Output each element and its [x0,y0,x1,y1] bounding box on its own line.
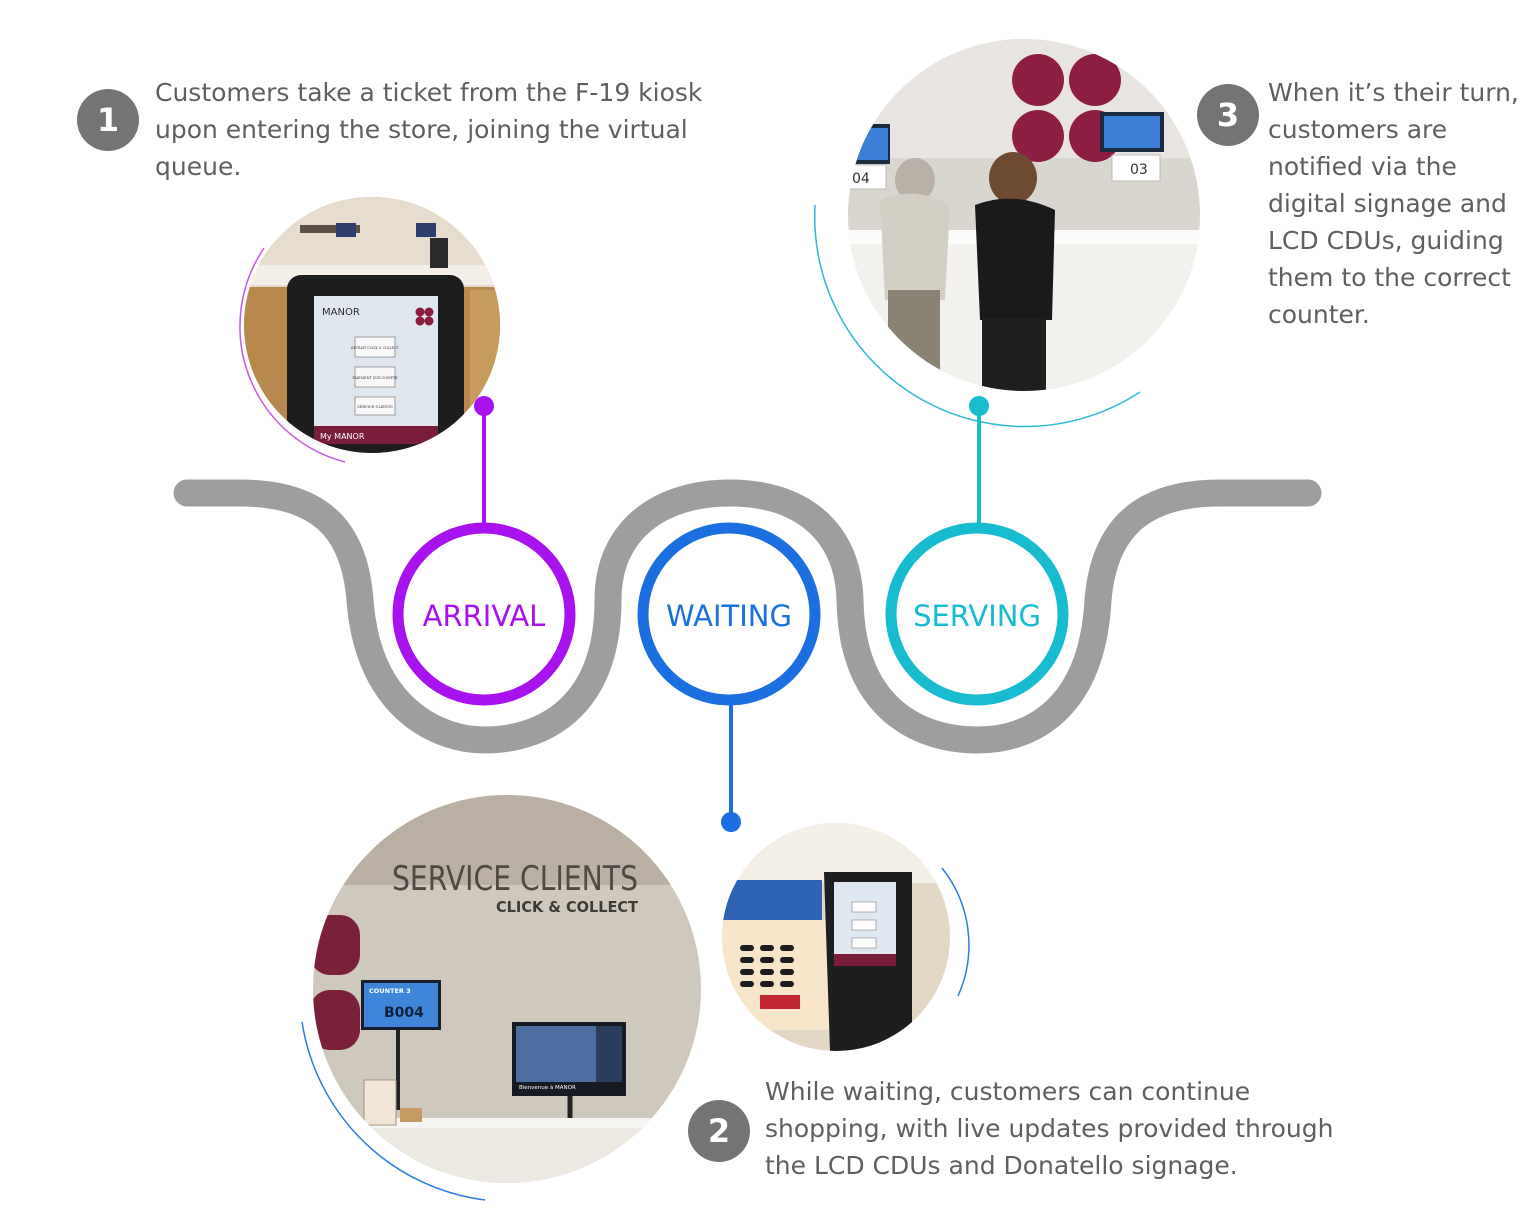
serving-ring [885,522,1069,706]
kiosk-photo-arc [239,247,346,463]
counter-number-left: 04 [852,171,870,187]
step-1-line-2: upon entering the store, joining the vir… [155,115,688,144]
step-1-badge: 1 [77,89,139,151]
step-3-line-1: When it’s their turn, [1268,78,1519,107]
step-3-badge: 3 [1197,84,1259,146]
arrival-label: ARRIVAL [423,599,546,633]
step-3-line-3: notified via the [1268,152,1457,181]
journey-track [173,479,1322,754]
step-3-text: When it’s their turn, customers are noti… [1268,74,1534,333]
service-desk-photo: SERVICE CLIENTS CLICK & COLLECT COUNTER … [313,795,701,1183]
step-2-line-1: While waiting, customers can continue [765,1077,1251,1106]
step-3-line-4: digital signage and [1268,189,1507,218]
cdu-ticket-text: B004 [384,1005,424,1021]
step-1-line-3: queue. [155,152,242,181]
waiting-connector-dot [721,812,741,832]
step-2-line-3: the LCD CDUs and Donatello signage. [765,1151,1238,1180]
waiting-label: WAITING [666,599,792,633]
kiosk-option-2: PAIEMENT SUR COMPTE [352,376,398,380]
arrival-ring [392,522,576,706]
step-2-line-2: shopping, with live updates provided thr… [765,1114,1334,1143]
cdu-counter-text: COUNTER 3 [369,987,411,995]
counter-photo: 03 04 [848,39,1200,391]
kiosk-brand-text: MANOR [322,307,360,318]
step-3-line-5: LCD CDUs, guiding [1268,226,1504,255]
kiosk-option-3: SERVICE-CLIENTS [357,405,393,409]
counter-number-right: 03 [1130,162,1148,178]
kiosk-footer-text: My MANOR [320,432,365,441]
step-2-text: While waiting, customers can continue sh… [765,1073,1385,1184]
serving-label: SERVING [913,599,1041,633]
arrival-connector-dot [474,396,494,416]
serving-connector-dot [969,396,989,416]
counter-photo-arc [813,204,1141,428]
service-photo-arc [301,1021,486,1201]
step-3-line-2: customers are [1268,115,1448,144]
kiosk-option-1: RETRAIT CLICK & COLLECT [351,346,400,350]
step-3-line-7: counter. [1268,300,1370,329]
step-1-text: Customers take a ticket from the F-19 ki… [155,74,735,185]
tv-caption-text: Bienvenue à MANOR [519,1084,576,1091]
step-3-line-6: them to the correct [1268,263,1511,292]
kiosk2-photo-arc [941,867,970,997]
step-1-line-1: Customers take a ticket from the F-19 ki… [155,78,703,107]
wall-sign-subtitle: CLICK & COLLECT [496,898,639,916]
wall-sign-title: SERVICE CLIENTS [392,859,638,899]
shopfloor-kiosk-photo [722,823,950,1051]
kiosk-photo: MANOR RETRAIT CLICK & COLLECT PAIEMENT S… [244,197,500,453]
step-2-badge: 2 [688,1100,750,1162]
waiting-ring [637,522,821,706]
